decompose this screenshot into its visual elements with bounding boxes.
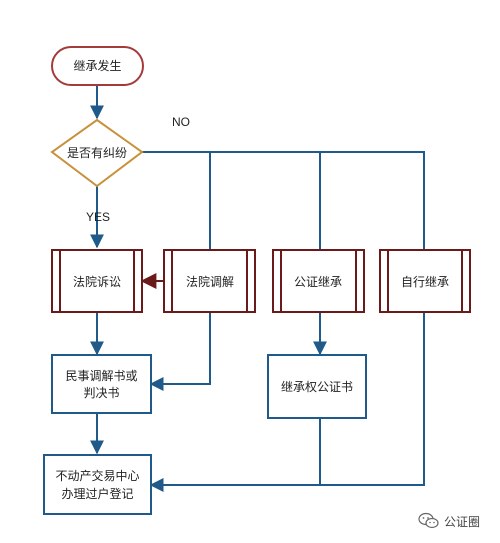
- notary-inheritance-node: 公证继承: [272, 249, 365, 313]
- registration-line-1: 不动产交易中心: [55, 468, 139, 483]
- edge-decision-no-bus: [142, 151, 425, 250]
- mediation-judgment-node: 民事调解书或 判决书: [51, 354, 152, 414]
- start-node: 继承发生: [51, 46, 144, 86]
- start-node-label: 继承发生: [73, 58, 121, 73]
- court-mediation-label: 法院调解: [186, 275, 234, 289]
- notary-inheritance-label: 公证继承: [294, 275, 342, 289]
- watermark-text: 公证圈: [444, 514, 481, 529]
- decision-node-label: 是否有纠纷: [67, 146, 127, 160]
- court-mediation-node: 法院调解: [163, 249, 256, 313]
- notary-certificate-label: 继承权公证书: [281, 380, 353, 394]
- watermark: 公证圈: [418, 511, 480, 531]
- self-inheritance-node: 自行继承: [379, 249, 471, 313]
- registration-line-2: 办理过户登记: [61, 486, 133, 501]
- wechat-icon: [418, 512, 439, 529]
- no-label: NO: [172, 115, 190, 129]
- yes-label: YES: [86, 210, 110, 224]
- mediation-judgment-line-1: 民事调解书或: [65, 369, 137, 383]
- edge-mediation-to-judgment: [149, 312, 211, 391]
- registration-node: 不动产交易中心 办理过户登记: [43, 454, 152, 515]
- edge-self-to-registration: [149, 312, 425, 492]
- notary-certificate-node: 继承权公证书: [267, 354, 367, 419]
- mediation-judgment-line-2: 判决书: [83, 386, 119, 400]
- decision-node: 是否有纠纷: [50, 118, 144, 188]
- court-litigation-node: 法院诉讼: [51, 249, 143, 313]
- self-inheritance-label: 自行继承: [401, 275, 449, 289]
- court-litigation-label: 法院诉讼: [73, 275, 121, 289]
